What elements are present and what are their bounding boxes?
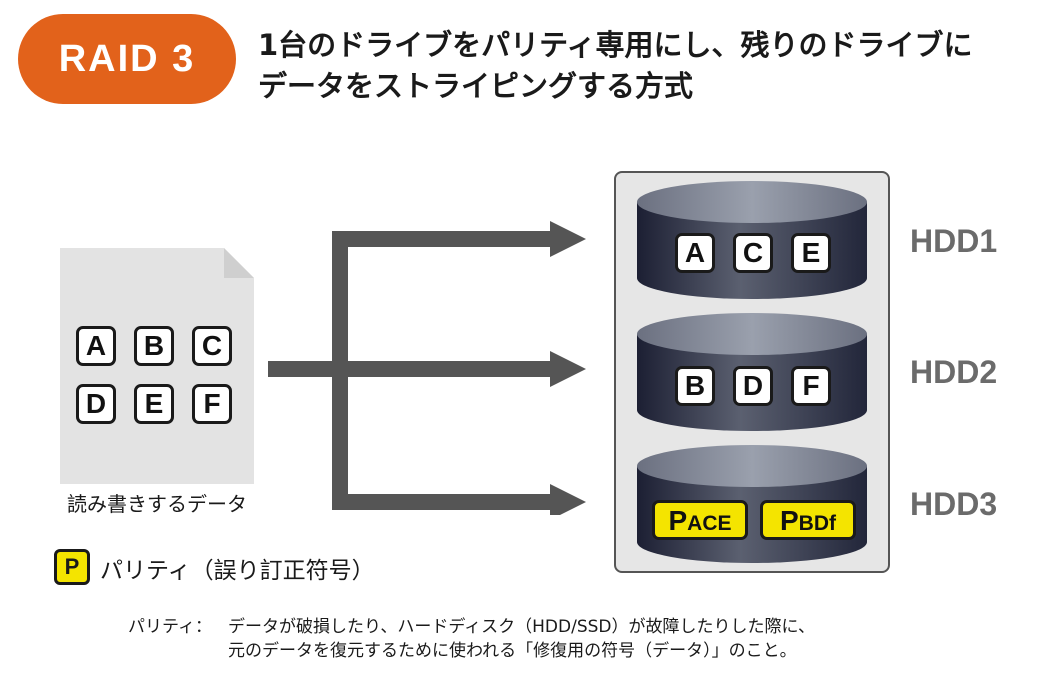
source-caption: 読み書きするデータ — [67, 492, 247, 516]
raid-level-badge: RAID 3 — [18, 14, 236, 104]
hdd1-block-a: A — [675, 233, 715, 273]
distribution-arrows — [268, 221, 586, 515]
source-block-b: B — [134, 326, 174, 366]
hdd3-label: HDD3 — [910, 486, 998, 522]
parity-subscript: ACE — [687, 512, 732, 535]
parity-main-letter: P — [779, 505, 799, 536]
parity-legend-symbol: P — [54, 549, 90, 585]
hdd1-block-e: E — [791, 233, 831, 273]
hdd2-block-b: B — [675, 366, 715, 406]
parity-main-letter: P — [668, 505, 688, 536]
hdd1-label: HDD1 — [910, 223, 998, 259]
footnote-term: パリティ： — [128, 617, 212, 637]
hdd2-block-f: F — [791, 366, 831, 406]
hdd2-label: HDD2 — [910, 354, 998, 390]
source-document — [60, 248, 254, 484]
source-block-c: C — [192, 326, 232, 366]
parity-subscript: BDf — [798, 512, 836, 535]
footnote-line-1: データが破損したり、ハードディスク（HDD/SSD）が故障したりした際に、 — [228, 617, 815, 637]
source-block-d: D — [76, 384, 116, 424]
source-block-e: E — [134, 384, 174, 424]
parity-legend-text: パリティ（誤り訂正符号） — [100, 558, 375, 584]
description-line-2: データをストライピングする方式 — [258, 69, 694, 103]
description-line-1: 1台のドライブをパリティ専用にし、残りのドライブに — [258, 28, 973, 62]
hdd1-block-c: C — [733, 233, 773, 273]
hdd2-block-d: D — [733, 366, 773, 406]
footnote-line-2: 元のデータを復元するために使われる「修復用の符号（データ）」のこと。 — [228, 641, 797, 661]
source-block-a: A — [76, 326, 116, 366]
source-block-f: F — [192, 384, 232, 424]
